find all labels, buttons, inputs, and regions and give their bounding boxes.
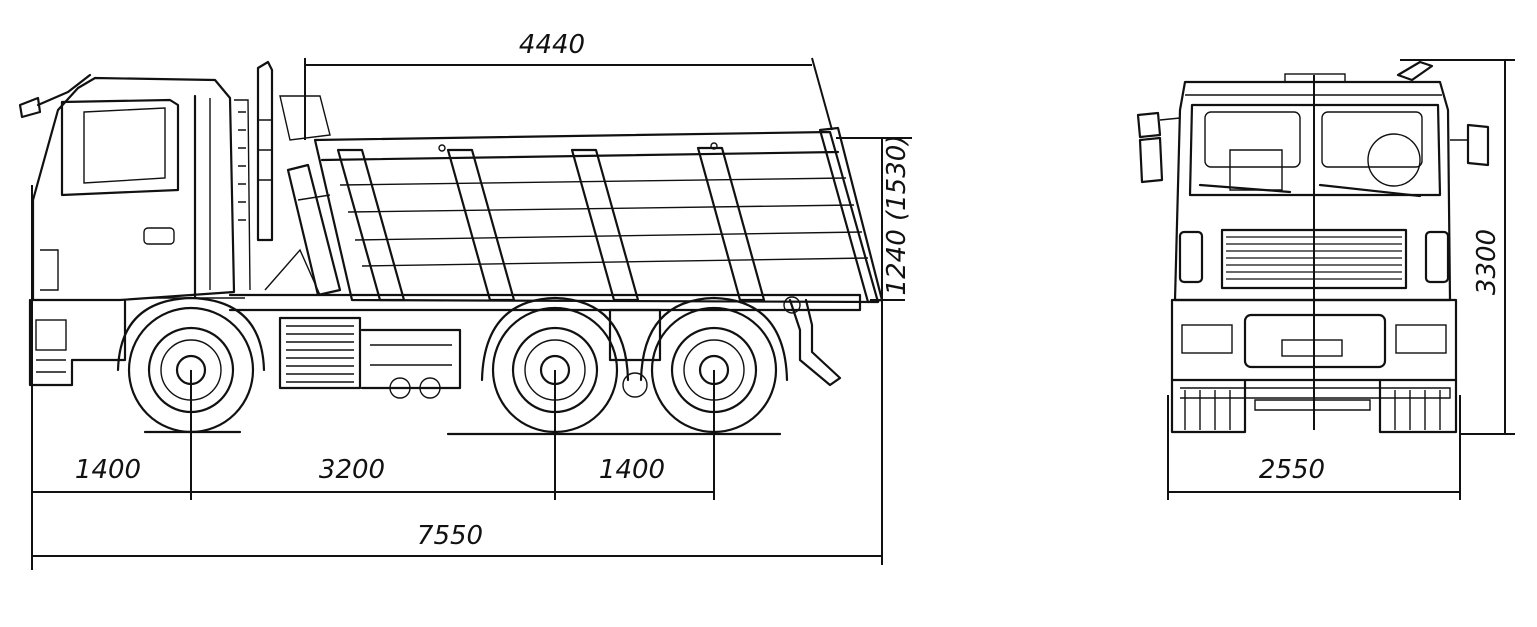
exhaust-pipe <box>256 60 274 242</box>
side-view <box>18 60 884 436</box>
overall-length-label: 7550 <box>417 521 483 551</box>
radiator-grille <box>1220 228 1408 290</box>
left-headlight <box>1178 230 1204 284</box>
wheelbase-label: 3200 <box>319 455 385 485</box>
front-overhang-label: 1400 <box>75 455 141 485</box>
overall-height-label: 3300 <box>1472 229 1502 295</box>
body-length-label: 4440 <box>519 30 585 60</box>
ground-line <box>143 430 782 436</box>
side-dimensions: 4440 1240 (1530) 1400 3200 1400 7550 <box>31 30 912 570</box>
right-mirror <box>1396 60 1490 167</box>
tow-hitch <box>783 296 842 387</box>
left-mirror <box>1136 111 1181 184</box>
front-view <box>1136 60 1490 434</box>
front-bumper <box>28 298 127 387</box>
windshield <box>1188 103 1442 197</box>
hydraulic-cylinder <box>286 163 342 297</box>
wiper <box>1198 183 1422 198</box>
right-headlight <box>1424 230 1450 284</box>
front-tires <box>1170 378 1458 434</box>
body-height-label: 1240 (1530) <box>882 135 912 296</box>
fuel-tank <box>278 316 462 399</box>
overall-width-label: 2550 <box>1259 455 1325 485</box>
front-wheel <box>116 296 266 434</box>
axle-spacing-label: 1400 <box>599 455 665 485</box>
front-dimensions: 2550 3300 <box>1167 59 1515 500</box>
cab <box>18 73 251 302</box>
rear-suspension <box>608 308 662 398</box>
dump-body <box>279 95 884 304</box>
front-cab <box>1173 80 1452 302</box>
